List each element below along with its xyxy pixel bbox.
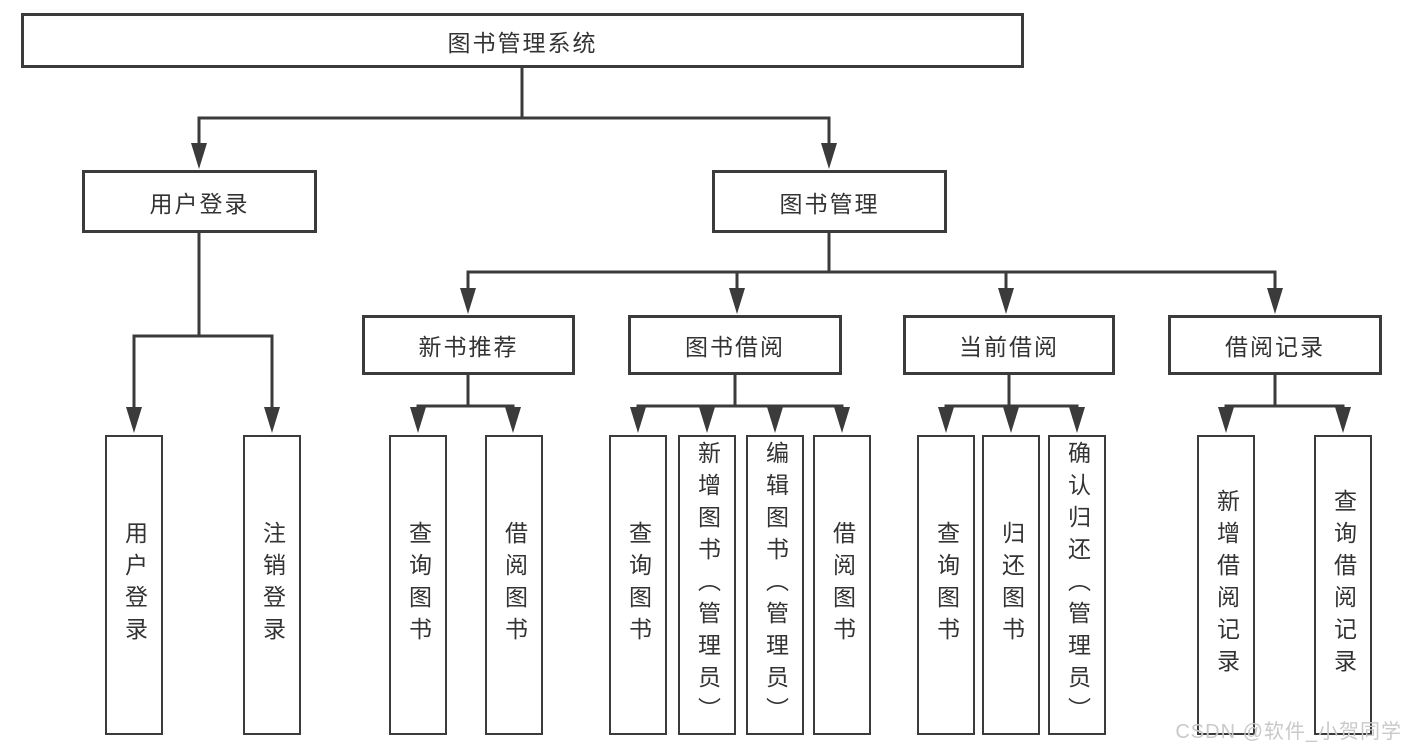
leaf-query-books-current-label: 查询图书 bbox=[933, 521, 960, 649]
leaf-query-books-borrowing-label: 查询图书 bbox=[625, 521, 652, 649]
leaf-edit-books-admin: 编辑图书（管理员） bbox=[746, 435, 804, 735]
leaf-query-books-current: 查询图书 bbox=[917, 435, 975, 735]
leaf-confirm-return-admin-label: 确认归还（管理员） bbox=[1064, 441, 1091, 729]
csdn-watermark: CSDN @软件_小贺同学 bbox=[1175, 721, 1402, 743]
node-book-management-label: 图书管理 bbox=[779, 190, 880, 217]
node-current-borrowing-label: 当前借阅 bbox=[959, 334, 1059, 360]
leaf-user-login: 用户登录 bbox=[105, 435, 163, 735]
node-borrowing-records-label: 借阅记录 bbox=[1225, 334, 1325, 360]
leaf-borrow-books-recommend: 借阅图书 bbox=[485, 435, 543, 735]
leaf-return-books: 归还图书 bbox=[982, 435, 1040, 735]
leaf-borrow-books-recommend-label: 借阅图书 bbox=[501, 521, 528, 649]
leaf-logout-label: 注销登录 bbox=[259, 521, 286, 649]
leaf-borrow-books-borrowing: 借阅图书 bbox=[813, 435, 871, 735]
leaf-add-borrow-record: 新增借阅记录 bbox=[1197, 435, 1255, 735]
arrowheads bbox=[126, 143, 1351, 433]
leaf-query-borrow-record: 查询借阅记录 bbox=[1314, 435, 1372, 735]
leaf-add-books-admin-label: 新增图书（管理员） bbox=[694, 441, 721, 729]
node-new-book-recommend-label: 新书推荐 bbox=[418, 334, 519, 360]
node-user-login: 用户登录 bbox=[82, 170, 317, 233]
leaf-add-books-admin: 新增图书（管理员） bbox=[678, 435, 736, 735]
leaf-query-books-borrowing: 查询图书 bbox=[609, 435, 667, 735]
leaf-edit-books-admin-label: 编辑图书（管理员） bbox=[762, 441, 789, 729]
leaf-borrow-books-borrowing-label: 借阅图书 bbox=[829, 521, 856, 649]
node-book-borrowing: 图书借阅 bbox=[628, 315, 842, 375]
node-book-borrowing-label: 图书借阅 bbox=[685, 334, 785, 360]
leaf-add-borrow-record-label: 新增借阅记录 bbox=[1213, 489, 1240, 681]
leaf-query-books-recommend: 查询图书 bbox=[389, 435, 447, 735]
leaf-query-books-recommend-label: 查询图书 bbox=[405, 521, 432, 649]
leaf-return-books-label: 归还图书 bbox=[998, 521, 1025, 649]
node-book-management: 图书管理 bbox=[712, 170, 947, 233]
node-current-borrowing: 当前借阅 bbox=[903, 315, 1115, 375]
leaf-confirm-return-admin: 确认归还（管理员） bbox=[1048, 435, 1106, 735]
node-root: 图书管理系统 bbox=[21, 13, 1024, 68]
node-user-login-label: 用户登录 bbox=[149, 190, 250, 217]
node-root-label: 图书管理系统 bbox=[447, 29, 598, 56]
leaf-query-borrow-record-label: 查询借阅记录 bbox=[1330, 489, 1357, 681]
leaf-user-login-label: 用户登录 bbox=[121, 521, 148, 649]
node-borrowing-records: 借阅记录 bbox=[1168, 315, 1382, 375]
node-new-book-recommend: 新书推荐 bbox=[362, 315, 575, 375]
leaf-logout: 注销登录 bbox=[243, 435, 301, 735]
